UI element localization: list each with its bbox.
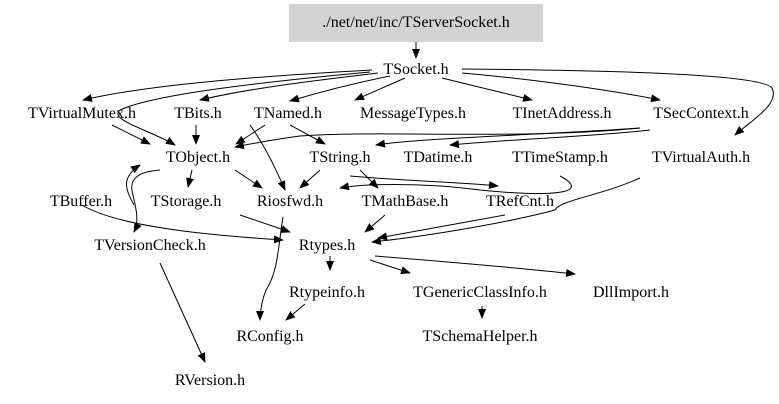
node-dllimport[interactable]: DllImport.h <box>593 284 669 301</box>
edge-tmathbase-rtypes <box>364 214 386 233</box>
edge-rtypes-dllimport <box>374 255 576 278</box>
node-ttimestamp[interactable]: TTimeStamp.h <box>512 149 608 166</box>
node-trefcnt[interactable]: TRefCnt.h <box>486 193 554 210</box>
node-tbuffer[interactable]: TBuffer.h <box>49 193 113 210</box>
edge-tbuffer-rtypes <box>81 204 284 244</box>
edge-tstring-trefcnt <box>349 175 499 190</box>
node-tstorage[interactable]: TStorage.h <box>150 193 222 210</box>
node-riosfwd[interactable]: Riosfwd.h <box>256 193 324 210</box>
edge-tvirtualauth-rtypes <box>371 177 641 246</box>
edge-riosfwd-rconfig <box>256 216 284 321</box>
node-rtypes[interactable]: Rtypes.h <box>298 237 356 254</box>
edge-tobject-tstorage <box>186 169 194 188</box>
node-tnamed[interactable]: TNamed.h <box>254 105 322 122</box>
edge-tsocket-tvirtualmutex <box>82 69 373 102</box>
edge-tversioncheck-rversion <box>159 262 206 363</box>
node-tschemahelper[interactable]: TSchemaHelper.h <box>422 328 538 345</box>
node-tserversocket[interactable]: ./net/net/inc/TServerSocket.h <box>322 14 510 31</box>
edge-ttimestamp-riosfwd <box>339 175 572 195</box>
node-tversioncheck[interactable]: TVersionCheck.h <box>94 237 206 254</box>
edge-tsocket-tnamed <box>289 75 391 103</box>
node-tseccontext[interactable]: TSecContext.h <box>653 105 749 122</box>
node-tvirtualauth[interactable]: TVirtualAuth.h <box>651 149 751 166</box>
node-tdatime[interactable]: TDatime.h <box>403 149 473 166</box>
node-tvirtualmutex[interactable]: TVirtualMutex.h <box>28 105 136 122</box>
edge-tseccontext-tstring <box>375 127 641 148</box>
edge-tseccontext-tobject <box>234 127 641 150</box>
node-tsocket[interactable]: TSocket.h <box>383 61 449 78</box>
node-rtypeinfo[interactable]: Rtypeinfo.h <box>289 284 365 301</box>
edge-rtypeinfo-rconfig <box>285 303 306 321</box>
edge-tseccontext-tdatime <box>449 129 651 149</box>
edge-tnamed-tobject <box>235 124 266 145</box>
node-tgenericclassinfo[interactable]: TGenericClassInfo.h <box>413 284 547 301</box>
edge-tvirtualmutex-tobject <box>111 124 151 145</box>
edge-tsocket-tinetaddress <box>441 77 533 102</box>
node-tstring[interactable]: TString.h <box>309 149 371 166</box>
edge-tbuffer-tobject <box>126 164 141 206</box>
edge-tsocket-tbits <box>199 72 379 102</box>
edge-tobject-tbuffer-loop <box>131 169 161 233</box>
edge-tsocket-messagetypes <box>354 77 406 101</box>
edge-tsocket-tobject <box>117 71 371 146</box>
node-messagetypes[interactable]: MessageTypes.h <box>360 105 466 122</box>
edge-tobject-riosfwd <box>234 169 263 189</box>
edge-tstring-riosfwd <box>299 169 321 189</box>
node-tobject[interactable]: TObject.h <box>165 149 231 166</box>
edge-tnamed-tstring <box>289 124 326 145</box>
node-rversion[interactable]: RVersion.h <box>174 372 246 389</box>
edge-tsocket-tseccontext <box>461 72 661 103</box>
edge-rtypes-tgenericclassinfo <box>369 259 411 275</box>
edge-tnamed-riosfwd <box>249 124 286 191</box>
node-tmathbase[interactable]: TMathBase.h <box>361 193 449 210</box>
node-rconfig[interactable]: RConfig.h <box>236 328 304 345</box>
root-node-highlight <box>289 4 543 42</box>
node-tinetaddress[interactable]: TInetAddress.h <box>512 105 612 122</box>
node-tbits[interactable]: TBits.h <box>174 105 222 122</box>
edge-tsocket-tvirtualauth <box>461 68 774 136</box>
edge-trefcnt-rtypes <box>377 214 506 241</box>
